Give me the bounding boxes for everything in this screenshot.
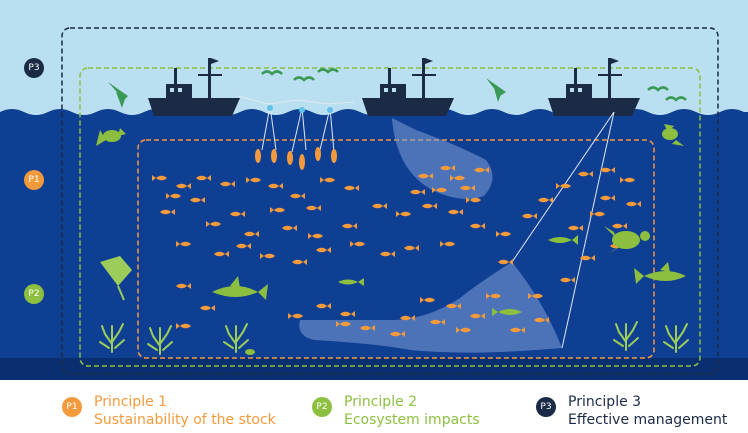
p1-badge: P1 [24,170,44,190]
green-fish-icon [338,235,578,316]
legend-p3-title: Principle 3 [568,394,642,410]
legend-p3-subtitle: Effective management [568,412,728,428]
legend-p2-subtitle: Ecosystem impacts [344,412,480,428]
legend-p3-badge: P3 [536,397,556,417]
legend-p1-title: Principle 1 [94,394,168,410]
ray-icon [100,256,132,301]
albatross-icon [108,78,506,108]
seine-net [392,118,493,199]
turtle-icon [662,124,684,146]
legend-p2-title: Principle 2 [344,394,418,410]
shark-icon [212,276,268,300]
legend-p1-subtitle: Sustainability of the stock [94,412,276,428]
longline-buoys [267,105,333,113]
p2-badge: P2 [24,284,44,304]
crab-icon [245,349,255,355]
legend-p2: P2 Principle 2 Ecosystem impacts [312,393,480,429]
sea [0,109,748,380]
seabed [0,358,748,380]
turtle-icon [96,128,126,146]
legend-p3: P3 Principle 3 Effective management [536,393,727,429]
legend-p1: P1 Principle 1 Sustainability of the sto… [62,393,276,429]
p3-boundary [61,27,719,375]
longline-gear [237,95,355,153]
sea-turtle-icon [604,226,650,254]
legend-p2-badge: P2 [312,397,332,417]
shark-icon [634,262,686,284]
p3-badge: P3 [24,58,44,78]
legend-p1-badge: P1 [62,397,82,417]
fishery-scene [0,0,748,380]
hooked-fish [255,147,337,170]
p2-boundary [79,67,701,367]
